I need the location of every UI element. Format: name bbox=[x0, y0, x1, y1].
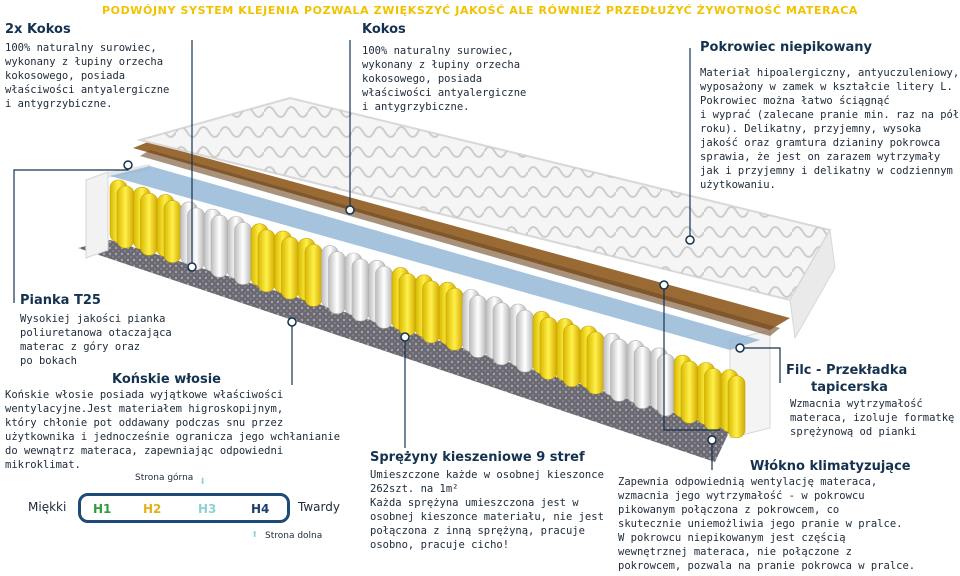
spring bbox=[445, 287, 464, 351]
spring bbox=[563, 324, 581, 388]
filc-text: Wzmacnia wytrzymałość materaca, izoluje … bbox=[790, 398, 955, 438]
kokos-center-text: 100% naturalny surowiec, wykonany z łupi… bbox=[362, 45, 527, 113]
filc-title-line1: Filc - Przekładka bbox=[786, 363, 908, 378]
spring bbox=[422, 280, 440, 344]
spring bbox=[586, 331, 605, 395]
pokrowiec-title: Pokrowiec niepikowany bbox=[700, 40, 872, 55]
pokrowiec-text: Materiał hipoalergiczny, antyuczuleniowy… bbox=[700, 67, 960, 191]
spring bbox=[610, 338, 628, 402]
bottom-side-label: Strona dolna bbox=[265, 531, 323, 541]
spring bbox=[633, 346, 652, 409]
spring bbox=[328, 251, 346, 314]
hardness-h4: H4 bbox=[251, 502, 270, 516]
spring bbox=[375, 265, 393, 329]
spring bbox=[140, 193, 158, 256]
pianka-title: Pianka T25 bbox=[20, 293, 101, 308]
soft-label: Miękki bbox=[28, 500, 67, 514]
hardness-h2: H2 bbox=[143, 502, 162, 516]
hard-label: Twardy bbox=[298, 500, 340, 514]
sprezyny-text: Każda sprężyna umieszczona jest w osobne… bbox=[370, 497, 604, 551]
wlokno-text: Zapewnia odpowiednią wentylację materaca… bbox=[618, 476, 916, 572]
filc-title-line2: tapicerska bbox=[811, 380, 888, 395]
pianka-text: Wysokiej jakości pianka poliuretanowa ot… bbox=[20, 313, 172, 367]
spring bbox=[304, 244, 323, 307]
kokos-left-text: 100% naturalny surowiec, wykonany z łupi… bbox=[5, 42, 170, 110]
wlokno-title: Włókno klimatyzujące bbox=[750, 459, 911, 474]
horsehair-layer bbox=[78, 240, 730, 462]
spring bbox=[234, 222, 252, 285]
spring bbox=[351, 258, 370, 322]
spring bbox=[469, 295, 487, 358]
coconut-layer bbox=[133, 142, 790, 336]
spring bbox=[727, 375, 746, 439]
spring bbox=[163, 200, 182, 263]
hardness-h1: H1 bbox=[93, 502, 112, 516]
spring bbox=[539, 317, 558, 380]
arrow-down-icon: ⬇ bbox=[199, 474, 207, 488]
spring bbox=[187, 207, 205, 271]
spring bbox=[398, 273, 417, 336]
felt-layer bbox=[110, 166, 760, 350]
top-side-label: Strona górna bbox=[135, 473, 194, 483]
arrow-up-icon: ⬆ bbox=[251, 527, 259, 541]
spring bbox=[257, 229, 276, 293]
sprezyny-text-line1: Umieszczone każde w osobnej kieszonce bbox=[370, 469, 604, 481]
sprezyny-title: Sprężyny kieszeniowe 9 stref bbox=[370, 450, 585, 465]
sprezyny-text-line2: 262szt. na 1m² bbox=[370, 483, 459, 495]
spring bbox=[680, 360, 699, 424]
pocket-springs bbox=[109, 179, 746, 439]
top-foam-layer bbox=[136, 96, 836, 340]
spring bbox=[210, 214, 229, 278]
spring bbox=[516, 309, 534, 373]
spring bbox=[704, 368, 722, 431]
callout-lines bbox=[13, 40, 781, 470]
spring bbox=[657, 353, 675, 417]
kokos-left-title: 2x Kokos bbox=[5, 22, 71, 37]
callout-dots bbox=[123, 160, 745, 445]
kokos-center-title: Kokos bbox=[362, 22, 406, 37]
spring bbox=[281, 236, 299, 300]
top-banner: PODWÓJNY SYSTEM KLEJENIA POZWALA ZWIĘKSZ… bbox=[101, 4, 859, 17]
wlosie-title: Końskie włosie bbox=[112, 372, 221, 387]
hardness-h3: H3 bbox=[198, 502, 217, 516]
hardness-scale: H1 H2 H3 H4 bbox=[78, 493, 290, 523]
wlosie-text: Końskie włosie posiada wyjątkowe właściw… bbox=[5, 389, 341, 471]
spring bbox=[492, 302, 511, 366]
spring bbox=[116, 185, 135, 249]
